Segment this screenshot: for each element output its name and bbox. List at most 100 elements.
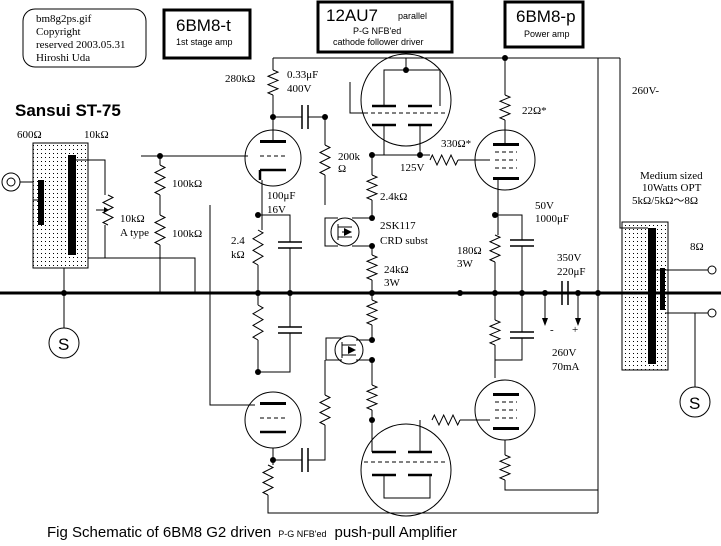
resistor <box>488 234 502 263</box>
svg-text:Ω: Ω <box>338 163 346 175</box>
wire <box>324 155 373 255</box>
secondary-impedance: 10kΩ <box>84 129 109 141</box>
capacitor <box>510 331 534 339</box>
junction-dot <box>255 212 261 218</box>
svg-text:24kΩ: 24kΩ <box>384 264 409 276</box>
wire <box>257 214 291 293</box>
wire <box>597 293 599 513</box>
wire <box>272 95 302 140</box>
shield-ground-input: S <box>48 327 80 359</box>
capacitor <box>301 105 309 129</box>
junction-dot <box>157 153 163 159</box>
resistor <box>498 454 512 481</box>
svg-text:100kΩ: 100kΩ <box>172 228 202 240</box>
speaker-terminal[interactable] <box>707 265 717 275</box>
wire <box>504 57 620 143</box>
resistor <box>365 174 379 201</box>
junction-dot <box>369 357 375 363</box>
resistor <box>429 153 459 167</box>
wire <box>324 58 441 205</box>
svg-text:260V: 260V <box>552 347 577 359</box>
svg-text:280kΩ: 280kΩ <box>225 73 255 85</box>
input-transformer <box>32 142 89 269</box>
stage-title: 6BM8-p <box>516 7 576 26</box>
svg-text:CRD subst: CRD subst <box>380 235 428 247</box>
input-jack[interactable] <box>1 172 21 192</box>
wire <box>494 214 523 293</box>
svg-text:-: - <box>550 324 554 336</box>
capacitor <box>510 239 534 247</box>
junction-dot <box>575 290 581 296</box>
resistor <box>252 304 264 341</box>
junction-dot <box>369 290 375 296</box>
stage-box-first: 6BM8-t 1st stage amp <box>162 8 252 60</box>
svg-text:+: + <box>572 324 578 336</box>
resistor <box>318 144 332 176</box>
junction-dot <box>255 369 261 375</box>
stage-box-power: 6BM8-p Power amp <box>503 0 585 49</box>
speaker-terminal[interactable] <box>707 308 717 318</box>
junction-dot <box>287 290 293 296</box>
stage-subtitle: Power amp <box>524 29 570 39</box>
caption-part: P-G NFB'ed <box>278 529 326 539</box>
resistor <box>488 319 502 346</box>
junction-dot <box>369 215 375 221</box>
svg-text:A type: A type <box>120 227 149 239</box>
output-transformer <box>621 221 669 371</box>
resistor <box>365 299 379 326</box>
stage-subtitle: P-G NFB'ed <box>353 26 401 36</box>
note-line: Copyright <box>36 26 81 38</box>
svg-text:3W: 3W <box>384 277 401 289</box>
tube-12au7-lower <box>360 423 452 517</box>
junction-dot <box>270 114 276 120</box>
svg-text:220μF: 220μF <box>557 266 586 278</box>
svg-text:2.4kΩ: 2.4kΩ <box>380 191 407 203</box>
stage-box-driver: 12AU7 parallel P-G NFB'ed cathode follow… <box>316 0 454 54</box>
stage-title: 6BM8-t <box>176 16 231 35</box>
capacitor <box>278 326 302 334</box>
svg-text:16V: 16V <box>267 204 286 216</box>
svg-text:125V: 125V <box>400 162 425 174</box>
junction-dot <box>519 290 525 296</box>
svg-text:0.33μF: 0.33μF <box>287 69 318 81</box>
stage-title-suffix: parallel <box>398 11 427 21</box>
junction-dot <box>457 290 463 296</box>
resistor <box>153 164 167 196</box>
fet-crd-lower <box>334 335 364 365</box>
component-labels: 280kΩ 0.33μF 400V 200k Ω 125V 330Ω* 22Ω*… <box>120 69 659 373</box>
capacitor <box>301 448 309 472</box>
wire <box>544 292 622 320</box>
note-line: bm8g2ps.gif <box>36 13 92 25</box>
wire <box>257 333 291 373</box>
wire <box>406 57 620 95</box>
note-line: Hiroshi Uda <box>36 52 90 64</box>
input-transformer-name: Sansui ST-75 <box>15 101 121 120</box>
svg-text:2.4: 2.4 <box>231 235 245 247</box>
resistor <box>266 69 280 96</box>
junction-dot <box>417 152 423 158</box>
resistor <box>498 94 512 121</box>
wire <box>267 459 598 514</box>
wire <box>325 293 373 385</box>
wire <box>504 480 598 491</box>
resistor <box>431 413 461 427</box>
svg-text:260V-: 260V- <box>632 85 659 97</box>
wire <box>273 57 599 513</box>
resistor <box>252 229 264 266</box>
opt-label-1: Medium sized <box>640 170 703 182</box>
junction-dot <box>369 417 375 423</box>
supply-arrow-plus <box>575 318 581 326</box>
svg-text:22Ω*: 22Ω* <box>522 105 547 117</box>
speaker-impedance: 8Ω <box>690 241 704 253</box>
stage-subtitle: cathode follower driver <box>333 37 424 47</box>
wire <box>383 420 431 499</box>
svg-text:100μF: 100μF <box>267 190 296 202</box>
wire <box>494 338 523 378</box>
svg-text:10kΩ: 10kΩ <box>120 213 145 225</box>
svg-text:400V: 400V <box>287 83 312 95</box>
wire <box>308 116 326 145</box>
shield-ground-output: S <box>679 386 711 418</box>
junction-dot <box>492 290 498 296</box>
junction-dot <box>255 290 261 296</box>
resistor <box>153 214 167 246</box>
